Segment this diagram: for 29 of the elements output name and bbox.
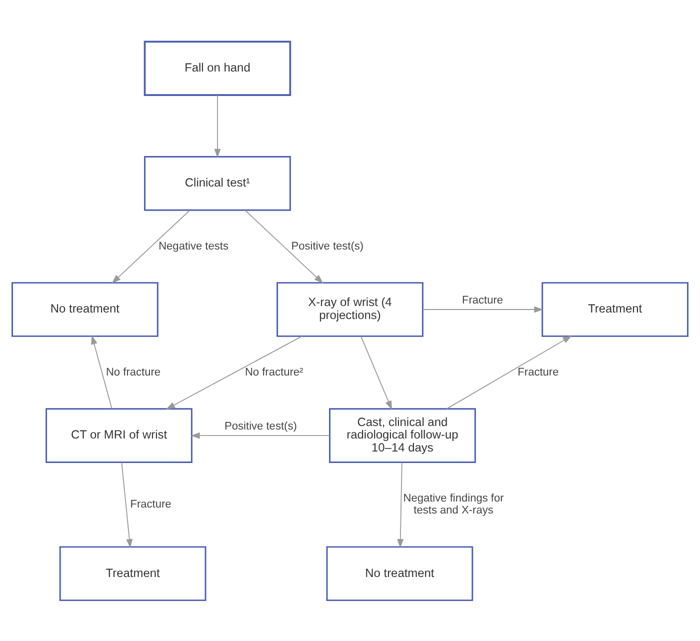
edge-label: No fracture²	[244, 366, 304, 378]
node-box: Cast, clinical and radiological follow-up 10–14 days	[329, 408, 476, 462]
node-box: Clinical test¹	[144, 155, 291, 210]
edge-label: Positive test(s)	[291, 240, 364, 252]
arrow	[166, 335, 302, 409]
arrow	[397, 461, 404, 548]
arrow	[244, 209, 324, 284]
node-box: Treatment	[542, 282, 688, 336]
edge-label: Positive test(s)	[224, 420, 297, 432]
node-box: No treatment	[12, 282, 158, 336]
arrow	[214, 94, 221, 158]
arrow	[91, 334, 112, 409]
edge-label: Negative tests	[158, 240, 228, 252]
arrow	[112, 209, 190, 284]
arrow	[190, 432, 330, 438]
node-box: Treatment	[59, 546, 206, 601]
arrow	[360, 336, 392, 410]
arrow	[422, 306, 544, 312]
arrow	[446, 335, 572, 409]
edge-label: Fracture	[462, 294, 504, 306]
node-box: X-ray of wrist (4 projections)	[276, 282, 424, 336]
edge-label: Fracture	[130, 498, 172, 510]
arrow	[121, 461, 133, 548]
edge-label: Negative findings for tests and X-rays	[403, 492, 504, 516]
node-box: Fall on hand	[144, 40, 292, 96]
edge-label: No fracture	[106, 366, 161, 378]
node-box: CT or MRI of wrist	[46, 408, 192, 462]
node-box: No treatment	[326, 546, 474, 601]
edge-label: Fracture	[518, 366, 559, 378]
